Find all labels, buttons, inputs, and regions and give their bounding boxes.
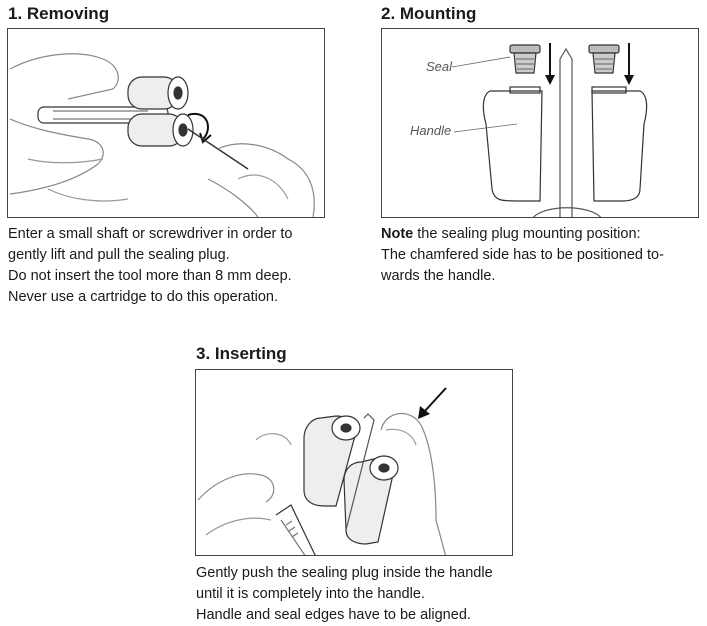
removing-illustration: [7, 28, 325, 218]
caption-line: Handle and seal edges have to be aligned…: [196, 607, 471, 623]
caption-line: Enter a small shaft or screwdriver in or…: [8, 226, 293, 242]
caption-note-line: Note the sealing plug mounting position:: [381, 224, 664, 245]
caption-line: Gently push the sealing plug inside the …: [196, 565, 493, 581]
section-title-removing: 1. Removing: [8, 4, 110, 23]
inserting-caption: Gently push the sealing plug inside the …: [196, 563, 493, 626]
caption-line: wards the handle.: [381, 268, 496, 284]
caption-line: Do not insert the tool more than 8 mm de…: [8, 268, 292, 284]
caption-line: The chamfered side has to be positioned …: [381, 247, 664, 263]
handle-label: Handle: [410, 123, 451, 138]
mounting-caption: Note the sealing plug mounting position:…: [381, 224, 664, 287]
inserting-illustration: [195, 369, 513, 556]
caption-line: gently lift and pull the sealing plug.: [8, 247, 230, 263]
section-title-inserting: 3. Inserting: [196, 344, 287, 363]
note-rest: the sealing plug mounting position:: [413, 226, 641, 242]
section-title-mounting: 2. Mounting: [381, 4, 477, 23]
note-bold: Note: [381, 226, 414, 242]
caption-line: until it is completely into the handle.: [196, 586, 425, 602]
mounting-illustration: Seal Handle: [381, 28, 699, 218]
caption-line: Never use a cartridge to do this operati…: [8, 289, 279, 305]
seal-label: Seal: [426, 59, 453, 74]
removing-caption: Enter a small shaft or screwdriver in or…: [8, 224, 292, 308]
